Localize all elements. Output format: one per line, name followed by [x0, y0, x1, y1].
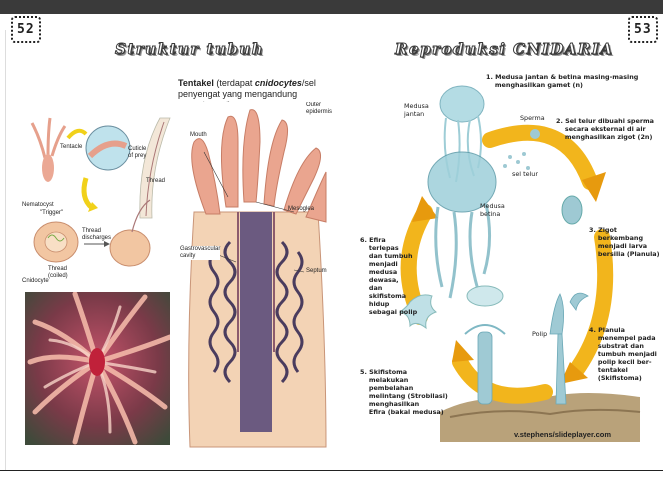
label-thread-coiled: Thread (coiled) — [48, 266, 68, 280]
caption-term: Tentakel — [178, 78, 214, 88]
label-medusa-betina: Medusa betina — [480, 202, 505, 218]
step-6: 6. Efira terlepas dan tumbuh menjadi med… — [360, 236, 417, 316]
label-septum: Septum — [306, 268, 327, 275]
label-cnidocyte: Cnidocyte — [22, 278, 49, 285]
label-nematocyst: Nematocyst — [22, 202, 54, 209]
label-cuticle: Cuticle of prey — [128, 146, 146, 160]
label-polip: Polip — [532, 330, 547, 338]
anemone-cross-section: Mouth Outer epidermis Mesoglea Gastrovas… — [176, 102, 336, 452]
page-number-frame — [628, 16, 658, 43]
page-number-left: 52 — [17, 22, 35, 37]
label-sel-telur: sel telur — [512, 170, 538, 178]
step-3: 3. Zigot berkembang menjadi larva bersil… — [589, 226, 660, 258]
anemone-photo-illustration — [25, 292, 170, 445]
page-title-left: Struktur tubuh — [115, 40, 264, 58]
step-4: 4. Planula menempel pada substrat dan tu… — [589, 326, 657, 382]
caption-part: (terdapat — [214, 78, 255, 88]
step-2: 2. Sel telur dibuahi sperma secara ekste… — [556, 117, 654, 141]
nematocyst-diagram: Tentacle Cuticle of prey Thread Nematocy… — [20, 108, 172, 286]
page-number-frame — [11, 16, 41, 43]
label-gastrovascular: Gastrovascular cavity — [180, 246, 220, 260]
top-bar — [0, 0, 663, 14]
step-1: 1. Medusa jantan & betina masing-masing … — [486, 73, 638, 89]
label-mesoglea: Mesoglea — [288, 206, 314, 213]
label-thread-discharges: Thread discharges — [82, 228, 111, 242]
page-bottom-line — [0, 470, 663, 471]
label-trigger: "Trigger" — [40, 210, 63, 217]
image-credit: v.stephens/slideplayer.com — [514, 430, 611, 439]
label-sperma: Sperma — [520, 114, 545, 122]
page-number-right: 53 — [634, 22, 652, 37]
label-outer-epidermis: Outer epidermis — [306, 102, 332, 116]
label-thread: Thread — [146, 178, 165, 185]
label-tentacle: Tentacle — [60, 144, 82, 151]
label-medusa-jantan: Medusa jantan — [404, 102, 429, 118]
page-title-right: Reproduksi CNIDARIA — [395, 40, 614, 58]
nematocyst-illustration — [20, 108, 172, 286]
caption-cnidocytes: cnidocytes — [255, 78, 302, 88]
cross-section-illustration — [176, 102, 336, 452]
label-mouth: Mouth — [190, 132, 207, 139]
step-5: 5. Skifistoma melakukan pembelahan melin… — [360, 368, 448, 416]
page-edge-line — [5, 30, 6, 470]
anemone-photo — [25, 292, 170, 445]
